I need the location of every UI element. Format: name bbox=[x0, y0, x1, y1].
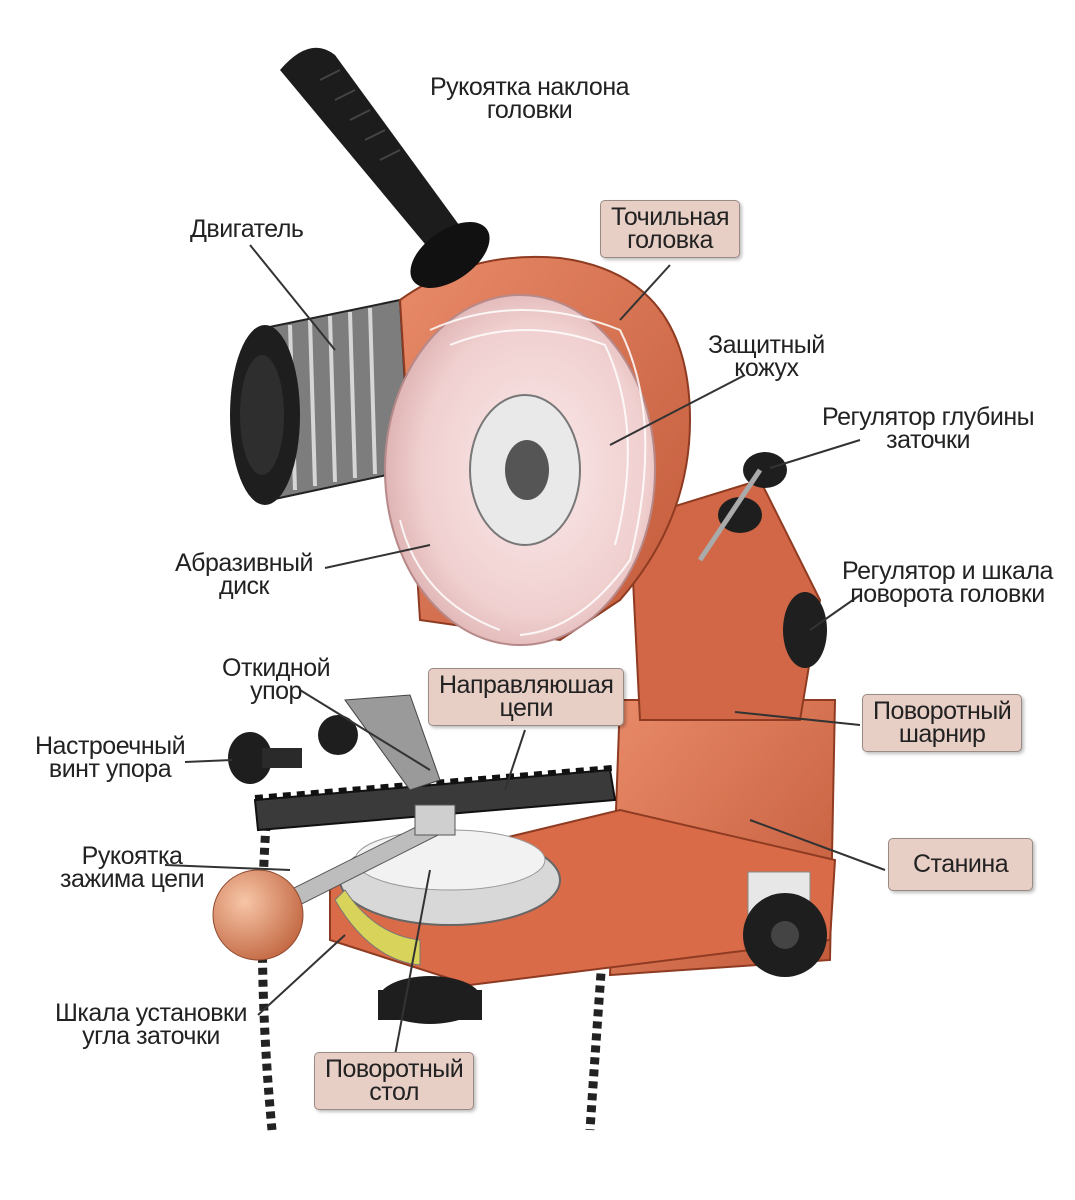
label-tilt-handle: Рукоятка наклона головки bbox=[430, 73, 630, 124]
label-folding-stop: Откидной упор bbox=[222, 654, 331, 705]
label-grinding-head: Точильная головка bbox=[600, 200, 741, 258]
folding-stop bbox=[318, 694, 441, 791]
label-depth-regulator: Регулятор глубины заточки bbox=[822, 403, 1035, 454]
label-rotary-table: Поворотный стол bbox=[314, 1052, 475, 1110]
leader-lines bbox=[164, 244, 886, 1056]
protective-guard bbox=[399, 309, 647, 636]
depth-regulator bbox=[697, 452, 787, 562]
rotary-table bbox=[334, 829, 561, 1024]
label-base: Станина bbox=[888, 838, 1034, 891]
label-rotation-regulator: Регулятор и шкала поворота головки bbox=[842, 557, 1053, 608]
saw-chain-left bbox=[257, 799, 277, 1131]
label-abrasive-disc: Абразивный диск bbox=[175, 549, 313, 600]
adjust-screw bbox=[228, 732, 302, 784]
motor bbox=[230, 298, 412, 505]
abrasive-disc bbox=[384, 294, 656, 646]
label-guard: Защитный кожух bbox=[708, 331, 825, 382]
chain-guide-rail bbox=[253, 765, 617, 832]
label-motor: Двигатель bbox=[190, 215, 304, 243]
label-angle-scale: Шкала установки угла заточки bbox=[55, 999, 247, 1050]
label-chain-guide: Направляюшая цепи bbox=[428, 668, 625, 726]
label-clamp-handle: Рукоятка зажима цепи bbox=[60, 842, 205, 893]
label-swivel-joint: Поворотный шарнир bbox=[862, 694, 1023, 752]
label-adjust-screw: Настроечный винт упора bbox=[35, 732, 186, 783]
clamp-handle bbox=[212, 804, 456, 961]
swivel-arm bbox=[628, 478, 827, 721]
tilt-handle bbox=[280, 47, 490, 288]
